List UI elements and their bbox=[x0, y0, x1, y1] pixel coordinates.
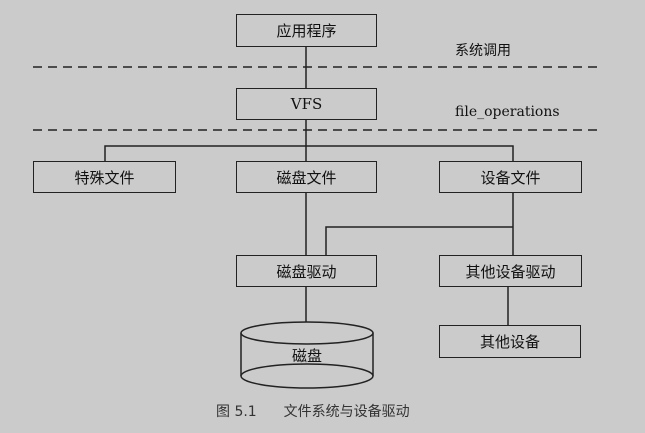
edge-devicefile-diskdriver bbox=[325, 226, 513, 255]
node-special-file-label: 特殊文件 bbox=[74, 168, 135, 187]
node-other-device: 其他设备 bbox=[439, 325, 581, 358]
node-other-driver: 其他设备驱动 bbox=[439, 255, 582, 287]
node-device-file-label: 设备文件 bbox=[480, 168, 541, 187]
node-app-label: 应用程序 bbox=[276, 22, 337, 40]
node-other-device-label: 其他设备 bbox=[479, 333, 540, 351]
node-vfs-label: VFS bbox=[290, 95, 323, 113]
node-disk-label: 磁盘 bbox=[292, 347, 323, 365]
layer-label-file-ops: file_operations bbox=[455, 104, 560, 120]
edge-branch-files bbox=[104, 145, 514, 161]
node-vfs: VFS bbox=[236, 88, 377, 120]
node-disk-driver: 磁盘驱动 bbox=[236, 255, 377, 287]
node-disk-file-label: 磁盘文件 bbox=[276, 168, 337, 187]
figure-title: 文件系统与设备驱动 bbox=[283, 404, 410, 420]
node-disk-driver-label: 磁盘驱动 bbox=[276, 262, 337, 281]
disk-cylinder bbox=[240, 321, 374, 389]
figure-number: 图 5.1 bbox=[216, 404, 257, 420]
node-app: 应用程序 bbox=[236, 14, 377, 47]
node-disk-file: 磁盘文件 bbox=[236, 161, 377, 193]
layer-label-syscall: 系统调用 bbox=[455, 43, 511, 59]
node-device-file: 设备文件 bbox=[439, 161, 582, 193]
figure-caption: 图 5.1 文件系统与设备驱动 bbox=[216, 401, 410, 421]
node-other-driver-label: 其他设备驱动 bbox=[465, 262, 556, 281]
node-special-file: 特殊文件 bbox=[33, 161, 176, 193]
